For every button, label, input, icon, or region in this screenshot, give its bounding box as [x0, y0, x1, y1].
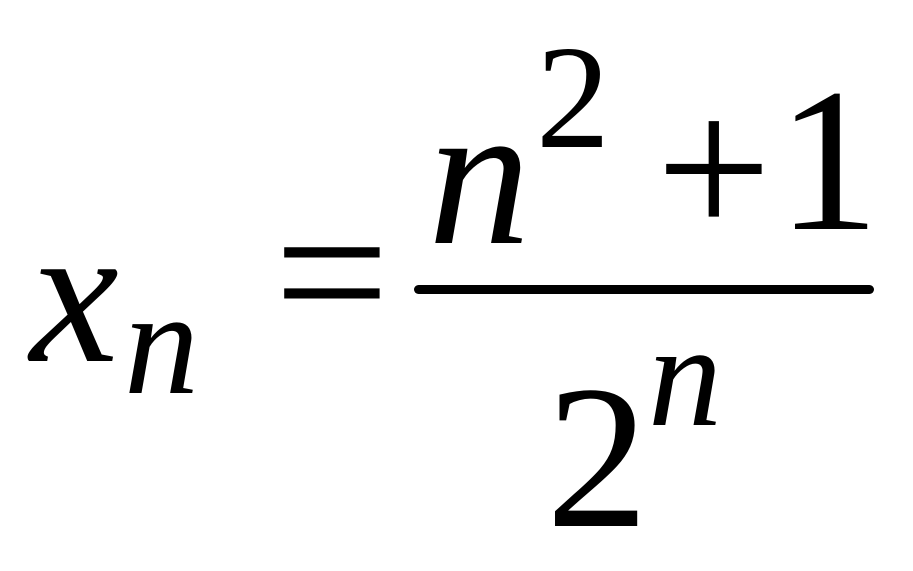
denominator-base: 2 — [546, 344, 649, 571]
lhs-variable: x — [30, 184, 119, 405]
numerator-constant: 1 — [777, 47, 880, 274]
lhs-subscript: n — [124, 260, 199, 426]
equals-sign: = — [274, 159, 390, 386]
denominator-exponent: n — [648, 294, 722, 458]
numerator-base: n — [428, 61, 531, 288]
numerator-exponent: 2 — [536, 16, 610, 180]
formula: x n = n 2 + 1 2 n — [30, 16, 880, 560]
plus-sign: + — [656, 55, 772, 282]
fraction-bar — [414, 285, 874, 294]
